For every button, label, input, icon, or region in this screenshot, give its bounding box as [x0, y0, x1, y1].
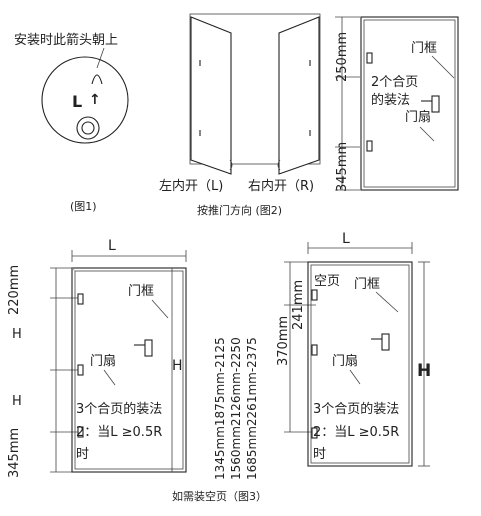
frame-label: 门框	[354, 277, 380, 292]
height-range-1: 1345mm1875mm-2125	[213, 337, 227, 480]
lock-plate	[144, 339, 153, 357]
door-frame	[307, 261, 413, 467]
hinge-middle	[77, 364, 84, 376]
figure-3b: L 1345mm1875mm-2125 1560mm2126mm-2250 16…	[213, 231, 431, 480]
width-label: L	[342, 231, 350, 247]
note-line-2: 2：当L ≥0.5R	[313, 425, 399, 440]
height-label: H	[172, 358, 183, 374]
empty-hinge	[311, 289, 318, 301]
leaf-label: 门扇	[332, 353, 358, 369]
hinge-disc	[41, 56, 129, 144]
figure-1: 安装时此箭头朝上 L ↑ (图1)	[14, 32, 129, 213]
height-range-3: 1685mm2261mm-2375	[245, 337, 259, 480]
leader-line	[103, 369, 116, 386]
screw-outer	[76, 116, 100, 140]
figure-2-caption: 按推门方向 (图2)	[197, 203, 282, 217]
leader-line	[431, 55, 455, 79]
hinge-bottom	[77, 426, 84, 438]
hinge-note-line-1: 2个合页	[371, 75, 418, 90]
leader-line	[375, 291, 399, 313]
lock-plate	[381, 333, 390, 351]
up-arrow-icon: ↑	[89, 92, 101, 108]
hinge-note-line-2: 的装法	[371, 92, 410, 108]
door-leaf	[74, 270, 184, 470]
height-label: H	[417, 361, 431, 381]
dim-345: 345mm	[335, 142, 350, 192]
right-inward-label: 右内开（R)	[248, 178, 314, 194]
note-line-3: 时	[76, 447, 89, 462]
leader-line	[349, 369, 361, 385]
frame-corner	[71, 267, 76, 272]
hinge-notch	[91, 74, 103, 85]
note-line-1: 3个合页的装法	[76, 401, 162, 417]
door-frame	[71, 267, 187, 473]
hinge-bottom	[366, 140, 373, 152]
dim-370: 370mm	[276, 316, 291, 366]
dim-h-lower: H	[12, 394, 22, 409]
door-frame	[360, 16, 459, 191]
note-line-3: 时	[313, 447, 326, 462]
swing-mark	[277, 159, 281, 171]
door-leaf	[310, 264, 410, 464]
hinge-bottom	[311, 427, 318, 439]
hinge-top	[366, 52, 373, 64]
dim-241: 241mm	[291, 280, 306, 330]
figure-3-caption: 如需装空页（图3）	[172, 489, 267, 503]
dim-345: 345mm	[7, 428, 22, 478]
figure-2: 左内开（L) 右内开（R) 按推门方向 (图2)	[159, 13, 321, 217]
dim-250: 250mm	[335, 32, 350, 82]
note-line-2: 2：当L ≥0.5R	[76, 425, 162, 440]
frame-label: 门框	[128, 284, 154, 299]
leader-line	[96, 47, 105, 69]
figure-2b: 250mm 345mm 门框 2个合页 的装法 门扇	[335, 16, 459, 192]
swing-mark	[229, 159, 233, 171]
leaf-label: 门扇	[405, 109, 431, 125]
hinge-top	[77, 293, 84, 305]
lock-plate	[431, 95, 440, 113]
hinge-letter: L	[72, 92, 82, 111]
frame-label: 门框	[411, 41, 437, 56]
left-door-leaf	[190, 16, 232, 175]
leader-line	[151, 299, 169, 319]
arrow-instruction-text: 安装时此箭头朝上	[14, 32, 118, 48]
right-door-leaf	[278, 16, 320, 175]
leaf-label: 门扇	[90, 353, 116, 369]
empty-hinge-label: 空页	[314, 274, 340, 289]
screw-inner	[81, 121, 95, 135]
left-inward-label: 左内开（L)	[159, 178, 223, 194]
door-leaf	[363, 19, 456, 188]
note-line-1: 3个合页的装法	[313, 401, 399, 417]
figure-3a: L 220mm H H 345mm H 门框 门扇 3个合页的装法 2：当L ≥…	[7, 238, 187, 478]
width-label: L	[108, 238, 116, 254]
figure-1-caption: (图1)	[70, 200, 97, 213]
hinge-middle	[311, 344, 318, 356]
door-opening	[189, 13, 321, 165]
leader-line	[419, 126, 435, 142]
dim-220: 220mm	[7, 265, 22, 315]
dim-h-upper: H	[12, 327, 22, 342]
height-range-2: 1560mm2126mm-2250	[229, 337, 243, 480]
